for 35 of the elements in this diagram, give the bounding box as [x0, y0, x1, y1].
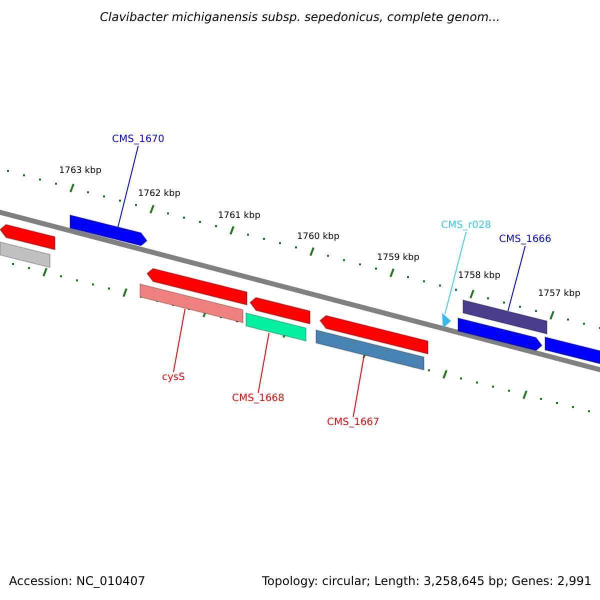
gene-label: cysS [162, 372, 185, 384]
gene-label: CMS_r028 [441, 220, 492, 232]
gene-feature [319, 314, 428, 355]
footer-text: Accession: NC_010407 [9, 574, 146, 589]
scale-label: 1757 kbp [538, 288, 580, 300]
leader-line [352, 356, 364, 418]
footer-text: Topology: circular; Length: 3,258,645 bp; Genes: 2,991 [262, 574, 592, 589]
gene-feature [0, 224, 56, 250]
leader-line [173, 308, 186, 372]
gene-label: CMS_1667 [327, 417, 380, 429]
scale-label: 1759 kbp [377, 252, 420, 264]
leader-line [444, 232, 467, 314]
gene-feature [462, 299, 548, 335]
gene-feature [246, 312, 306, 342]
gene-label: CMS_1670 [112, 134, 164, 146]
gene-feature [544, 336, 600, 366]
scale-label: 1760 kbp [297, 231, 340, 243]
title: Clavibacter michiganensis subsp. sepedonicus, complete genom... [98, 10, 502, 25]
scale-label: 1758 kbp [458, 270, 500, 282]
gene-label: CMS_1668 [232, 393, 284, 405]
gene-label: CMS_1666 [499, 234, 552, 246]
gene-feature [140, 283, 244, 324]
leader-line [118, 146, 139, 228]
gene-feature [316, 329, 424, 371]
gene-feature [70, 214, 148, 246]
gene-feature [0, 241, 50, 268]
leader-line [258, 332, 270, 394]
feature-triangle [442, 313, 451, 328]
gene-feature [146, 268, 248, 306]
leader-line [508, 246, 526, 312]
scale-label: 1761 kbp [218, 210, 260, 222]
scale-label: 1762 kbp [138, 188, 180, 200]
gene-feature [249, 296, 310, 325]
scale-label: 1763 kbp [59, 165, 102, 177]
gene-feature [458, 317, 543, 352]
